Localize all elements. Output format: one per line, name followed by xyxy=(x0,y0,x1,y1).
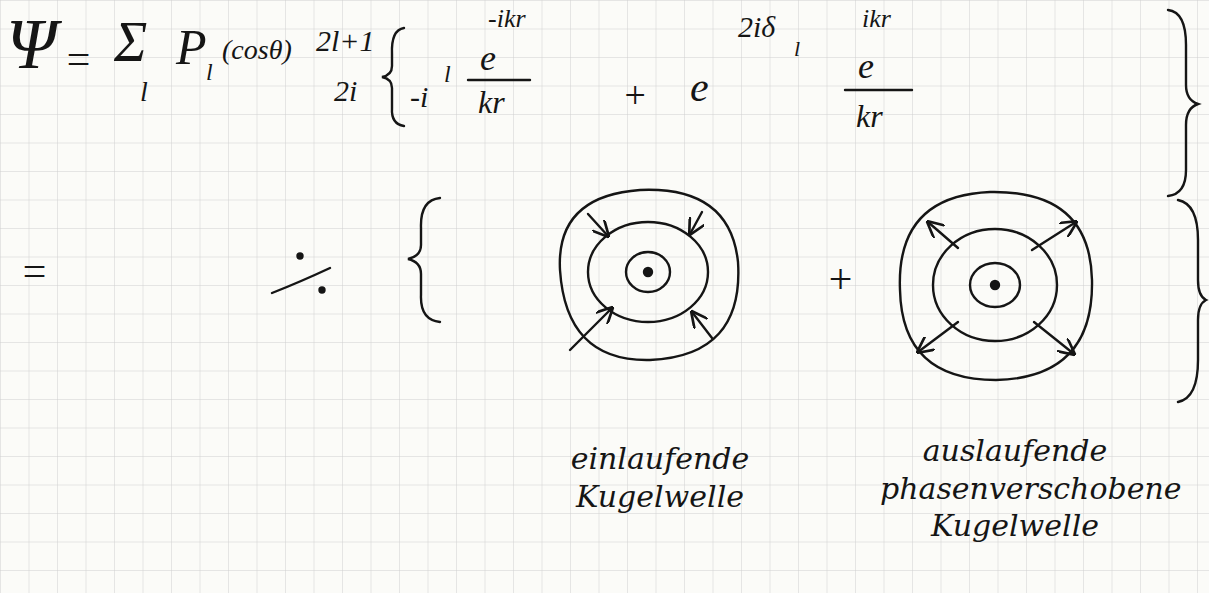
fraction-bar xyxy=(845,89,912,91)
formula-symbol: 2iδ xyxy=(738,12,775,42)
ditto-mark xyxy=(298,254,303,259)
curly-brace xyxy=(382,28,404,126)
fraction-bar xyxy=(468,79,530,81)
ditto-mark xyxy=(272,268,330,293)
formula-symbol: ikr xyxy=(862,6,891,32)
formula-symbol: Ψ xyxy=(6,8,57,80)
formula-symbol: l xyxy=(140,78,148,106)
formula-symbol: e xyxy=(858,48,874,84)
ditto-mark xyxy=(320,288,325,293)
formula-symbol: kr xyxy=(478,86,505,118)
formula-symbol: l xyxy=(794,38,800,60)
formula-symbol: l xyxy=(444,62,451,86)
formula-symbol: -i xyxy=(410,82,428,112)
formula-symbol: = xyxy=(64,38,92,80)
formula-symbol: (cosθ) xyxy=(222,36,292,64)
outgoing-spherical-wave xyxy=(900,192,1092,380)
formula-symbol: = xyxy=(20,250,48,292)
formula-symbol: + xyxy=(826,258,854,300)
formula-symbol: -ikr xyxy=(488,6,526,32)
formula-symbol: e xyxy=(690,66,709,108)
formula-symbol: + xyxy=(622,76,648,114)
formula-symbol: e xyxy=(480,40,496,76)
curly-brace xyxy=(1178,200,1206,402)
formula-symbol: 2l+1 xyxy=(316,26,375,56)
formula-symbol: P xyxy=(176,22,207,72)
curly-brace xyxy=(1168,10,1198,196)
formula-symbol: l xyxy=(206,60,213,84)
curly-brace xyxy=(408,198,440,322)
formula-symbol: kr xyxy=(856,100,883,132)
wave-label: auslaufende phasenverschobene Kugelwelle xyxy=(880,432,1150,545)
incoming-spherical-wave xyxy=(560,190,739,360)
formula-symbol: 2i xyxy=(334,76,357,106)
ink-strokes xyxy=(272,10,1206,402)
wave-label: einlaufende Kugelwelle xyxy=(560,440,760,515)
formula-symbol: Σ xyxy=(114,14,147,70)
